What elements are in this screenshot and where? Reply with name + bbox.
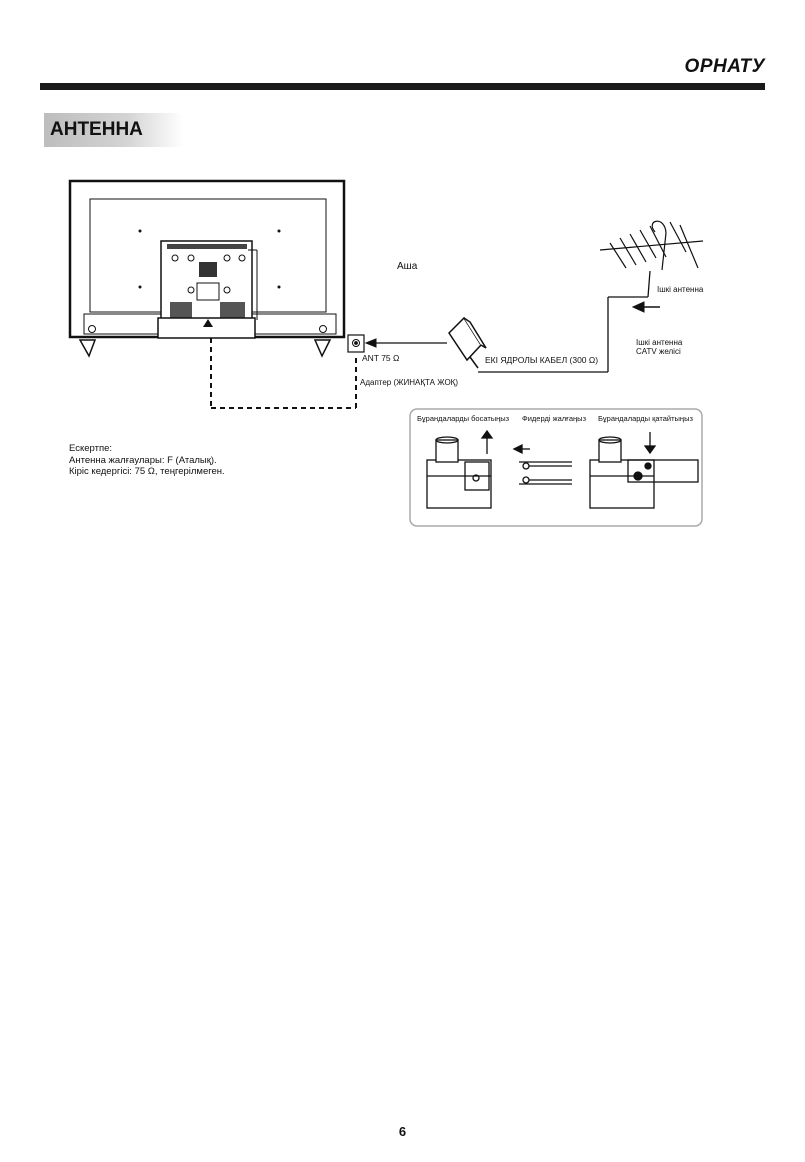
ant-jack	[347, 334, 365, 353]
note-line-2: Кіріс кедергісі: 75 Ω, теңгерілмеген.	[69, 466, 225, 477]
ant-label: ANT 75 Ω	[362, 353, 399, 363]
cable-label: ЕКІ ЯДРОЛЫ КАБЕЛ (300 Ω)	[485, 355, 598, 365]
balun-adapter	[448, 316, 487, 369]
connection-steps-panel	[409, 408, 703, 527]
step-1-label: Бұрандаларды босатыңыз	[417, 414, 510, 423]
outdoor-antenna-icon	[599, 220, 704, 271]
catv-line-1: Ішкі антенна	[636, 338, 683, 347]
note-block: Ескертпе: Антенна жалғаулары: F (Аталық)…	[69, 443, 225, 478]
outdoor-label: Аша	[397, 261, 418, 272]
section-title: АНТЕННА	[50, 119, 143, 140]
twin-lead-cable	[478, 270, 651, 373]
note-line-1: Антенна жалғаулары: F (Аталық).	[69, 454, 217, 466]
outdoor-antenna-label: Ішкі антенна	[657, 285, 704, 294]
page-number: 6	[398, 1124, 407, 1139]
catv-line-2: CATV желісі	[636, 347, 681, 356]
header-rule	[40, 83, 765, 90]
cable-arrow	[364, 338, 447, 348]
catv-arrow	[631, 301, 660, 313]
adapter-dashed-line	[210, 338, 357, 409]
step-3-label: Бұрандаларды қатайтыңыз	[598, 414, 693, 423]
tv-rear-illustration	[68, 179, 346, 358]
page-header-title: ОРНАТУ	[684, 56, 765, 77]
step-2-label: Фидерді жалғаңыз	[522, 414, 587, 423]
section-tab	[44, 113, 183, 147]
note-title: Ескертпе:	[69, 443, 113, 454]
adapter-label: Адаптер (ЖИНАҚТА ЖОҚ)	[360, 378, 458, 387]
